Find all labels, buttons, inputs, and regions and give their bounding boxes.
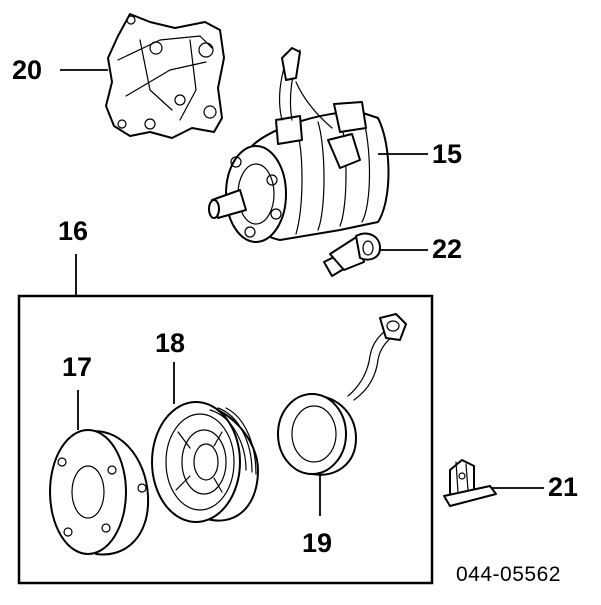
compressor-bracket-icon: [105, 13, 225, 139]
harness-clip-icon: [443, 459, 497, 507]
callout-21: 21: [548, 472, 579, 502]
callout-17: 17: [62, 352, 93, 382]
clutch-hub-icon: [49, 429, 150, 556]
callout-18: 18: [155, 328, 186, 358]
ac-compressor-icon: [208, 47, 390, 243]
drawing-code: 044-05562: [456, 563, 561, 586]
callout-16: 16: [58, 216, 89, 246]
callout-19: 19: [302, 528, 333, 558]
callout-15: 15: [432, 139, 463, 169]
wire-clamp-icon: [323, 232, 381, 277]
clutch-assembly-box: [17, 294, 434, 585]
field-coil-icon: [277, 313, 407, 476]
callout-20: 20: [12, 55, 43, 85]
pulley-icon: [151, 401, 259, 523]
callout-22: 22: [432, 234, 463, 264]
